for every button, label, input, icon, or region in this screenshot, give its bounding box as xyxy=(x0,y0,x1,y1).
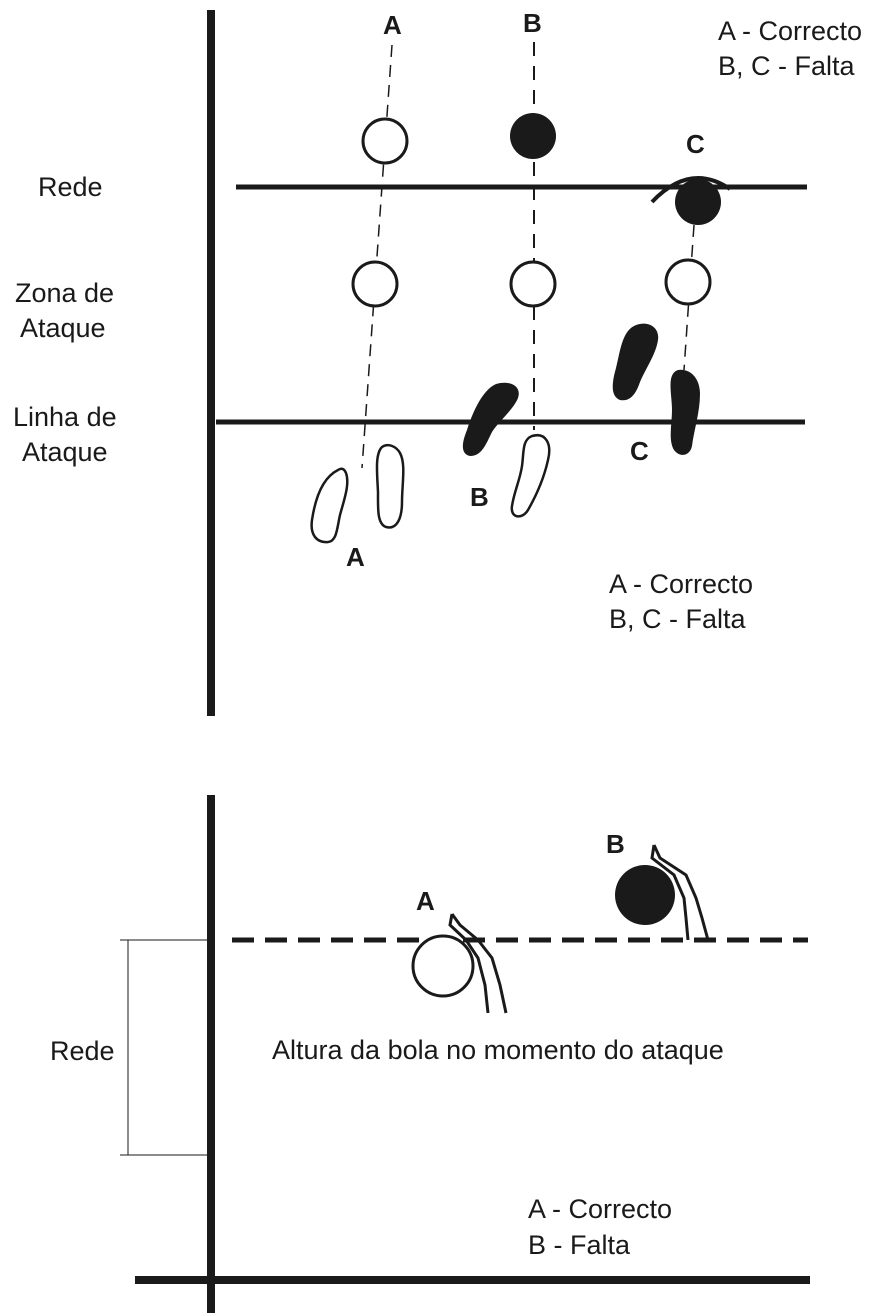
marker-b-feet: B xyxy=(470,482,489,512)
result-2-line2: B - Falta xyxy=(528,1230,631,1260)
marker-a-feet: A xyxy=(346,542,365,572)
label-net: Rede xyxy=(38,172,103,202)
marker-b: B xyxy=(606,829,625,859)
result-2-line1: A - Correcto xyxy=(528,1194,672,1224)
label-net-2: Rede xyxy=(50,1036,115,1066)
marker-a-top: A xyxy=(383,10,402,40)
hand-c-arc xyxy=(650,176,732,204)
label-attack-line-line1: Linha de xyxy=(13,402,117,432)
ball-a-upper xyxy=(361,117,409,165)
trajectory-c xyxy=(683,224,695,371)
legend-top-line2: B, C - Falta xyxy=(718,51,856,81)
legend-top-line1: A - Correcto xyxy=(718,16,862,46)
ball-b-lower xyxy=(509,260,557,308)
ball-a-lower xyxy=(351,260,399,308)
footprint-b-outline xyxy=(510,433,551,518)
label-attack-line-line2: Ataque xyxy=(22,437,108,467)
hand-b xyxy=(650,844,710,941)
label-attack-zone-line1: Zona de xyxy=(15,278,114,308)
footprint-a-right xyxy=(375,444,405,529)
marker-b-top: B xyxy=(523,8,542,38)
label-attack-zone-line2: Ataque xyxy=(20,313,106,343)
result-1-line1: A - Correcto xyxy=(609,569,753,599)
ball-c-net xyxy=(675,179,721,225)
result-1-line2: B, C - Falta xyxy=(609,604,747,634)
ball-a xyxy=(411,934,475,998)
marker-c-net: C xyxy=(686,129,705,159)
ball-b xyxy=(615,865,675,925)
marker-c-feet: C xyxy=(630,436,649,466)
ball-b-upper xyxy=(510,113,556,159)
ball-height-caption: Altura da bola no momento do ataque xyxy=(272,1035,724,1065)
footprint-c-lower xyxy=(670,369,700,455)
hand-a xyxy=(448,913,508,1014)
footprint-c-upper xyxy=(612,323,659,401)
diagram-2-ball-height: A B Rede Altura da bola no momento do at… xyxy=(50,795,810,1313)
marker-a: A xyxy=(416,886,435,916)
footprint-a-left xyxy=(310,467,349,544)
ball-c-lower xyxy=(664,258,712,306)
trajectory-a xyxy=(361,44,393,469)
footprint-b-filled xyxy=(462,382,519,456)
diagram-1-attack-zone: A - Correcto B, C - Falta A B C Rede Zon… xyxy=(13,8,862,716)
